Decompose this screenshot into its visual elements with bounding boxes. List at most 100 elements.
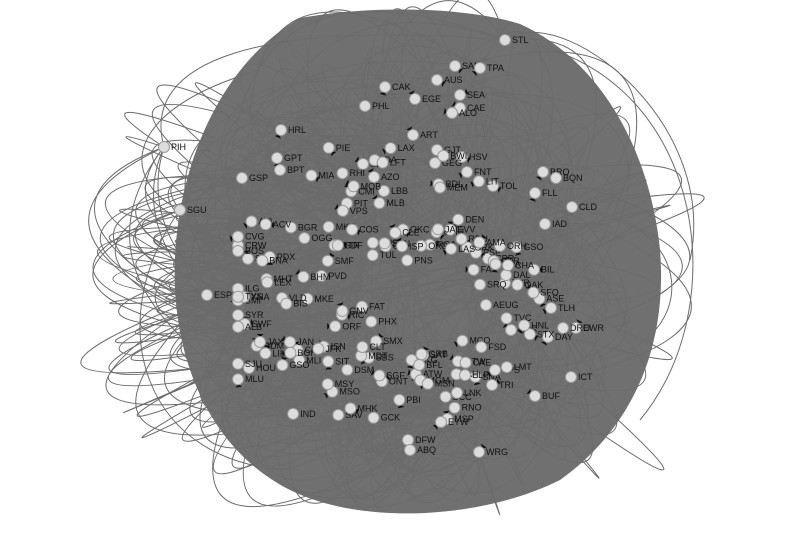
graph-node: WRG [473,446,508,458]
node-circle [356,341,369,353]
node-circle [529,390,541,402]
node-circle [473,446,485,458]
node-label: ICT [578,372,593,382]
node-label: SYR [245,310,264,320]
node-circle [409,93,421,105]
node-label: PSP [483,248,501,258]
graph-node: GPT [271,152,303,164]
node-label: PNS [414,255,433,265]
graph-node: MLU [232,373,264,386]
edge-arrowhead [514,252,522,256]
graph-node: SAN [449,60,481,72]
node-label: MKG [336,222,357,232]
graph-node: PVD [315,269,347,282]
node-label: BFL [426,360,443,370]
graph-edge [390,134,547,326]
graph-edge [351,177,536,270]
graph-edge [571,206,683,329]
node-circle [356,300,368,313]
node-label: TUL [380,250,397,260]
graph-node: DFW [402,434,436,446]
node-circle [446,107,458,119]
edge-arrowhead [471,71,477,77]
graph-node: TLH [545,302,575,314]
graph-edge [456,219,543,421]
graph-node: JAC [432,223,463,236]
graph-edge [330,391,411,479]
node-label: TPA [487,63,504,73]
node-label: VPS [350,206,368,216]
graph-edge [337,245,536,440]
node-label: FAT [369,302,385,312]
graph-node: BGR [284,221,318,234]
node-label: ESP [214,290,232,300]
graph-node: BQN [550,172,583,184]
node-label: GRK [474,242,494,252]
graph-node: LNK [451,386,482,399]
node-circle [480,299,492,311]
graph-edge [385,145,500,259]
graph-edge [421,353,594,464]
node-circle [261,276,274,289]
graph-edge [346,274,507,415]
graph-edge [415,171,568,375]
graph-edge-loop [141,69,261,211]
graph-node: EGE [409,93,441,105]
graph-edge [154,236,319,350]
graph-node: CAK [379,81,411,93]
node-label: JFK [325,344,341,354]
node-circle [407,129,419,141]
node-circle [459,369,472,382]
graph-edge [174,238,338,260]
node-label: MEM [447,183,468,193]
node-circle [499,34,511,46]
graph-edge [164,226,329,415]
graph-edge [380,8,438,192]
graph-edge [372,111,480,243]
graph-node: RHI [336,167,365,180]
graph-edge [385,245,503,327]
graph-edge [459,94,573,326]
edge-arrowhead [356,228,361,236]
graph-edge [393,359,421,487]
graph-edge [454,65,570,368]
graph-edge [506,366,665,471]
node-label: SDF [345,240,364,250]
graph-node: MIA [305,169,334,182]
graph-edge [203,241,338,260]
node-circle [259,347,272,360]
node-label: JAN [297,337,314,347]
node-circle [474,62,486,74]
node-label: MSN [435,379,455,389]
graph-node: EYW [435,416,469,428]
graph-edge [415,347,483,441]
graph-edge [457,361,525,487]
graph-node: JAN [284,336,314,348]
graph-node: LIH [259,347,286,360]
graph-node: FSD [475,341,507,354]
node-label: BDL [446,179,464,189]
edge-arrowhead [329,252,336,257]
node-label: DRO [570,323,590,333]
node-label: EWR [583,323,604,333]
graph-node: IND [287,407,316,420]
graph-edge [451,28,473,114]
graph-node: BUF [529,390,561,402]
node-circle [500,312,513,325]
graph-edge [184,223,267,280]
graph-edge [184,215,535,271]
graph-edge [214,244,339,397]
graph-edge [290,171,468,351]
graph-edge [214,245,386,283]
graph-edge-loop [139,209,301,471]
node-label: GSO [523,242,543,252]
graph-node: BFL [413,359,443,371]
graph-node: BOS [232,245,264,257]
node-label: SNA [482,372,501,382]
node-circle [456,151,468,163]
edge-arrowhead [526,388,531,395]
node-circle [322,355,335,368]
graph-edge [297,172,448,420]
node-label: BOI [297,348,313,358]
